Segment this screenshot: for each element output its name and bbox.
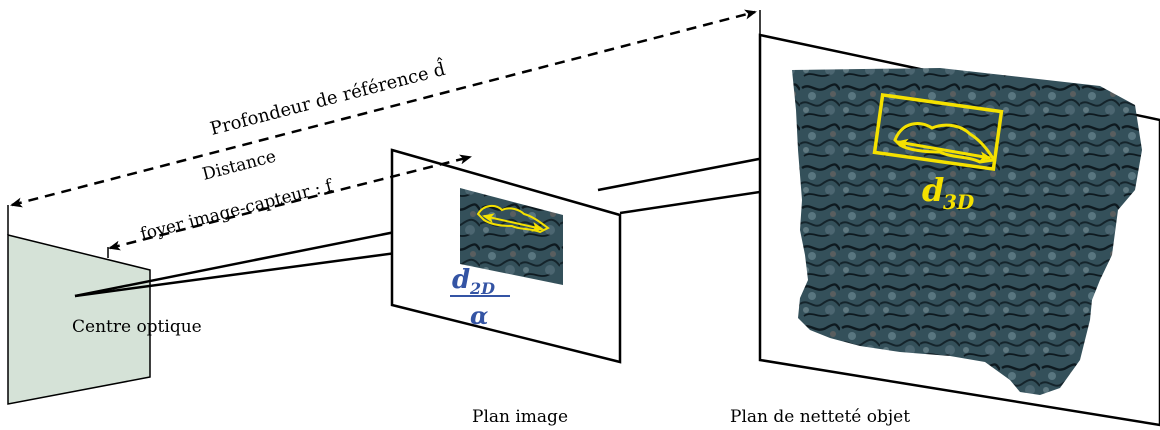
d3d-symbol: d (922, 171, 944, 209)
d2d-symbol: d (452, 265, 470, 295)
d2d-subscript: 2D (469, 279, 495, 298)
reference-depth-label: Profondeur de référence d̂ (207, 55, 448, 140)
d3d-label: d 3D (922, 171, 975, 214)
optical-center-label: Centre optique (72, 317, 202, 337)
camera-sensor-plane (7, 205, 151, 405)
object-focus-plane (758, 10, 1160, 427)
alpha-symbol: α (470, 301, 488, 330)
object-textured-surface (792, 68, 1142, 395)
image-plane (390, 148, 622, 364)
object-plane-label: Plan de netteté objet (730, 407, 910, 427)
d2d-alpha-label: d 2D α (450, 265, 510, 330)
image-plane-label: Plan image (472, 407, 568, 427)
d3d-arrow (896, 138, 992, 162)
d3d-subscript: 3D (943, 190, 975, 214)
d2d-arrow (482, 213, 544, 232)
distance-label-line2: foyer image-capteur : f (138, 176, 336, 245)
reference-depth-arrow (10, 9, 757, 208)
focal-distance-arrow (108, 154, 472, 251)
